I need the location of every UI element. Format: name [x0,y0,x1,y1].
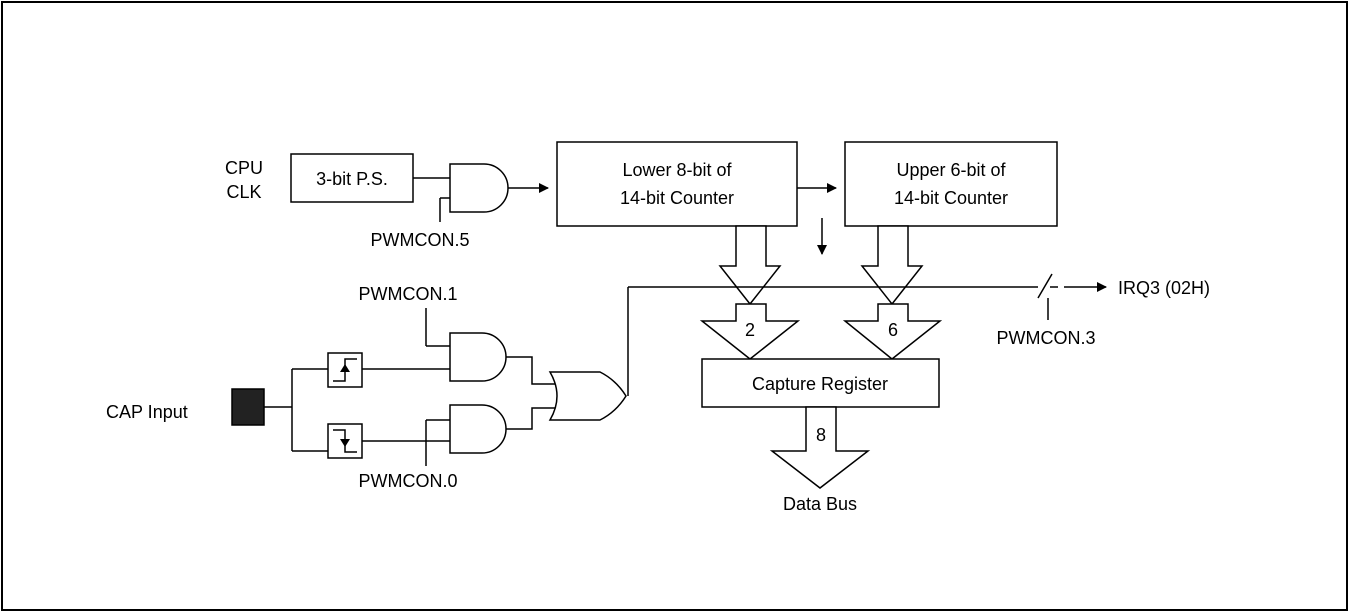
prescaler-label: 3-bit P.S. [316,169,388,189]
cpu-clk-label-line1: CPU [225,158,263,178]
pwmcon1-label: PWMCON.1 [359,284,458,304]
pwmcon3-label: PWMCON.3 [997,328,1096,348]
upper-counter-line2: 14-bit Counter [894,188,1008,208]
capture-or-gate [548,371,627,421]
pwmcon0-label: PWMCON.0 [359,471,458,491]
pwmcon5-label: PWMCON.5 [371,230,470,250]
bus-lower-width: 2 [745,320,755,340]
cpu-clk-label-line2: CLK [226,182,261,202]
lower-counter-line1: Lower 8-bit of [622,160,732,180]
upper-counter-box [844,141,1058,227]
clock-and-gate [449,163,509,213]
upper-counter-line1: Upper 6-bit of [896,160,1006,180]
capture-register-label: Capture Register [752,374,888,394]
upper-counter-buffer [860,225,924,306]
cap-input-pin [231,388,265,426]
bus-arrow-lower [699,303,801,360]
falling-and-gate [449,404,507,454]
data-bus-label: Data Bus [783,494,857,514]
capture-register-box [701,358,940,408]
prescaler-box [290,153,414,203]
lower-counter-buffer [718,225,782,306]
bus-data-width: 8 [816,425,826,445]
lower-counter-box [556,141,798,227]
data-bus-arrow [769,406,871,489]
irq-switch [1037,273,1053,299]
bus-arrow-upper [842,303,943,360]
irq-label: IRQ3 (02H) [1118,278,1210,298]
bus-upper-width: 6 [888,320,898,340]
cap-input-label: CAP Input [106,402,188,422]
lower-counter-line2: 14-bit Counter [620,188,734,208]
rising-and-gate [449,332,507,382]
